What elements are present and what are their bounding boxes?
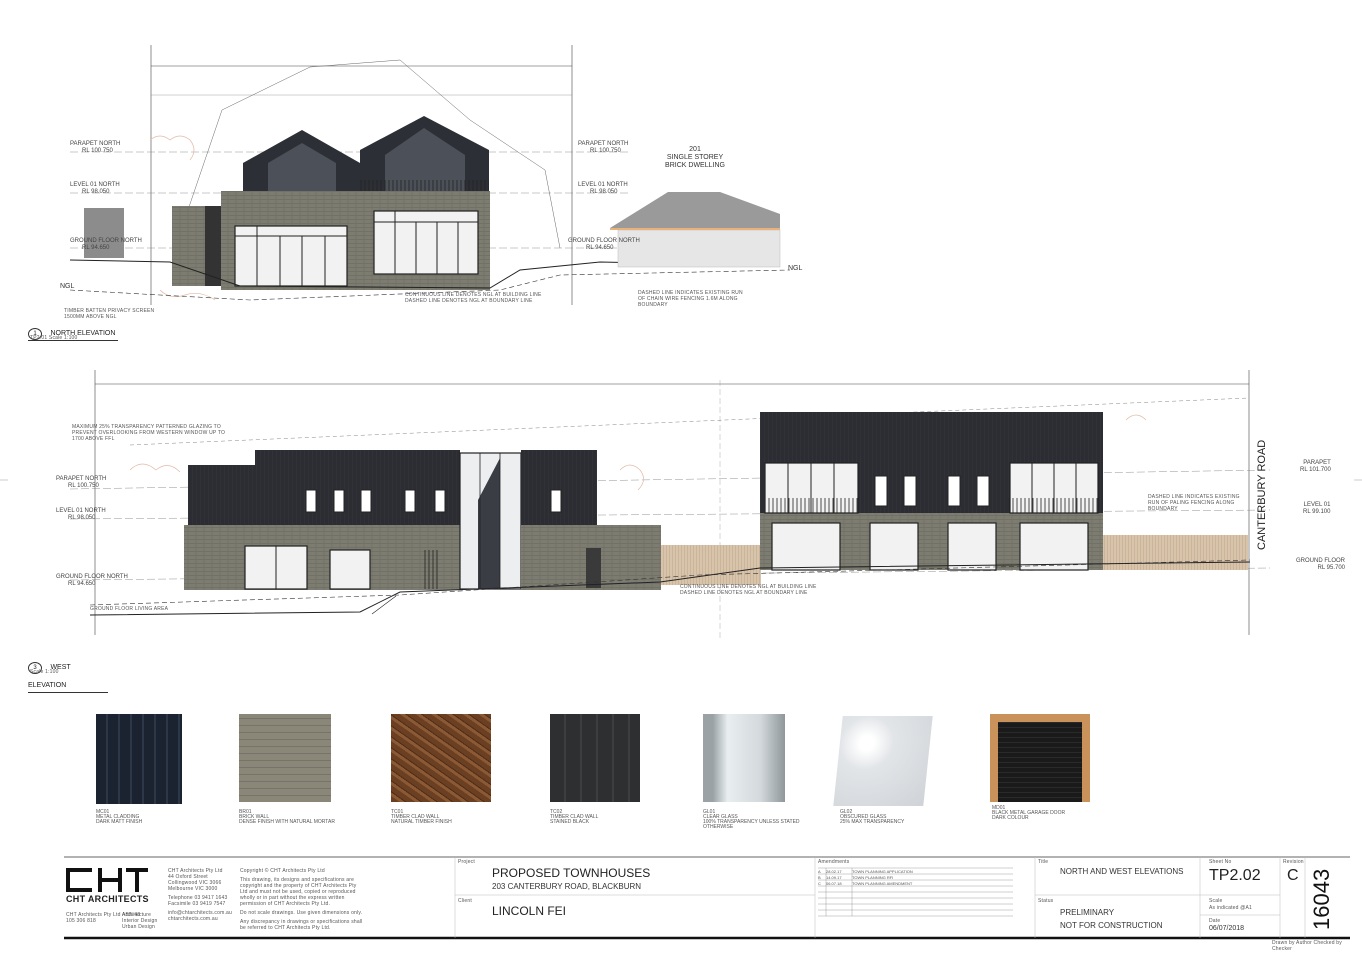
project-label: Project xyxy=(458,859,475,865)
date-label: Date xyxy=(1209,918,1221,924)
job-number: 16043 xyxy=(1309,868,1334,930)
amendments-label: Amendments xyxy=(818,859,850,865)
sheet-title: NORTH AND WEST ELEVATIONS xyxy=(1060,867,1184,876)
swatch-gl02 xyxy=(833,716,933,806)
sheet-no-label: Sheet No xyxy=(1209,859,1232,865)
west-notes: CONTINUOUS LINE DENOTES NGL AT BUILDING … xyxy=(680,584,817,596)
neighbour-label: 201 SINGLE STOREY BRICK DWELLING xyxy=(665,146,725,169)
date-value: 06/07/2018 xyxy=(1209,925,1245,932)
firm-address: CHT Architects Pty Ltd 44 Oxford Street … xyxy=(168,868,232,922)
client-name: LINCOLN FEI xyxy=(492,904,567,918)
west-elevation-drawing xyxy=(69,370,1271,640)
north-elevation-title: 1 NORTH ELEVATION xyxy=(28,322,118,341)
north-ngl-right: NGL xyxy=(788,265,803,272)
revision-label: Revision xyxy=(1283,859,1304,865)
west-elevation-title: 3 WEST ELEVATION xyxy=(28,656,108,693)
firm-abn: CHT Architects Pty Ltd ABN 48 105 306 81… xyxy=(66,912,141,924)
client-label: Client xyxy=(458,898,472,904)
north-notes: CONTINUOUS LINE DENOTES NGL AT BUILDING … xyxy=(405,292,542,304)
north-ngl-left: NGL xyxy=(60,283,75,290)
west-elevation-scale: Scale 1:100 xyxy=(30,669,59,675)
north-elevation-scale: TP2.01 Scale 1:100 xyxy=(30,335,78,341)
drawn-by: Drawn by Author Checked by Checker xyxy=(1272,940,1342,952)
scale-label: Scale xyxy=(1209,898,1223,904)
revision: C xyxy=(1287,867,1299,884)
project-name: PROPOSED TOWNHOUSES xyxy=(492,866,651,880)
copyright-note: Copyright © CHT Architects Pty Ltd This … xyxy=(240,868,363,931)
west-ground-note: GROUND FLOOR LIVING AREA xyxy=(90,606,169,612)
cht-logo xyxy=(66,868,148,892)
swatch-mc01 xyxy=(96,714,182,804)
swatch-br01 xyxy=(239,714,331,802)
firm-name: CHT ARCHITECTS xyxy=(66,894,149,904)
swatch-gl01 xyxy=(703,714,785,802)
swatch-tc02 xyxy=(550,714,640,802)
north-screen-note: TIMBER BATTEN PRIVACY SCREEN 1500MM ABOV… xyxy=(64,308,155,320)
project-address: 203 CANTERBURY ROAD, BLACKBURN xyxy=(492,882,642,891)
swatch-md01 xyxy=(990,714,1090,802)
sheet-number: TP2.02 xyxy=(1209,867,1261,884)
status-label: Status xyxy=(1038,898,1054,904)
title-label: Title xyxy=(1038,859,1049,865)
west-fence-note: DASHED LINE INDICATES EXISTING RUN OF PA… xyxy=(1148,494,1240,512)
scale-value: As indicated @A1 xyxy=(1209,905,1253,911)
north-notes-right: DASHED LINE INDICATES EXISTING RUN OF CH… xyxy=(638,290,743,308)
swatch-tc01 xyxy=(391,714,491,802)
west-top-note: MAXIMUM 25% TRANSPARENCY PATTERNED GLAZI… xyxy=(72,424,226,442)
north-elevation-drawing xyxy=(69,45,791,305)
